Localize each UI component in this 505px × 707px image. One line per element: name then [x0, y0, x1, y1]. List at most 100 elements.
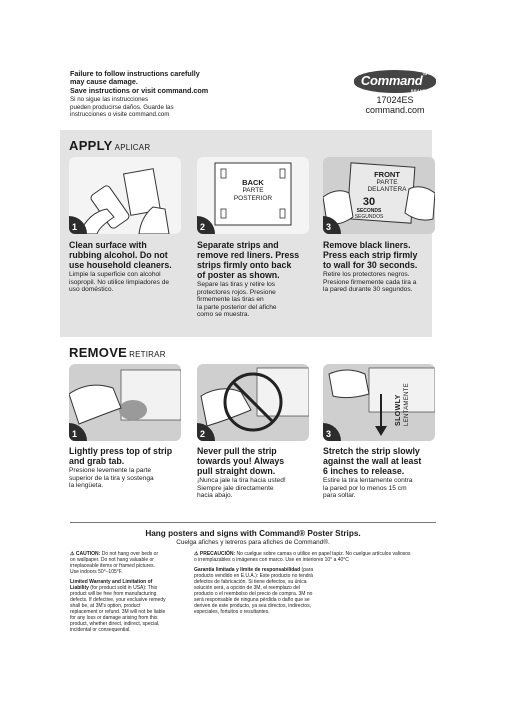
garantia-line: deriven de este producto, ya sea directo…: [194, 603, 312, 609]
seconds-label: 30 SECONDS SEGUNDOS: [349, 196, 389, 221]
caption-es-line: Separe las tiras y retire los: [197, 281, 276, 288]
precaucion-paragraph: ⚠ PRECAUCIÓN: No cuelgue sobre camas o u…: [194, 551, 436, 563]
caption-en-line: use household cleaners.: [69, 260, 172, 270]
warning-block: Failure to follow instructions carefully…: [70, 69, 440, 119]
garantia-label: Garantía limitada y límite de responsabi…: [194, 567, 301, 573]
warning-es-line: Si no sigue las instrucciones: [70, 96, 149, 104]
press-poster-illustration: [323, 162, 435, 225]
back-label-en: BACK: [242, 178, 264, 187]
remove-step-1-illustration: 1: [69, 364, 181, 441]
garantia-line: especiales, fortuitos o resultantes.: [194, 609, 270, 615]
apply-title-en: APPLY: [69, 138, 113, 153]
remove-title-es: RETIRAR: [129, 350, 166, 359]
command-logo: Command™ BRAND: [353, 70, 437, 93]
caption-en-line: strips firmly onto back: [197, 260, 292, 270]
warning-es-line: pueden producirse daños. Guarde las: [70, 103, 174, 111]
apply-step-1-caption: Clean surface with rubbing alcohol. Do n…: [69, 240, 189, 294]
warranty-line: defects. If defective, your exclusive re…: [70, 597, 166, 603]
caption-es-line: la pared por lo menos 15 cm: [323, 484, 407, 492]
sku-number: 17024ES: [376, 95, 414, 105]
warning-en-line: Failure to follow instructions carefully: [70, 69, 200, 78]
front-label: FRONT PARTE DELANTERA: [359, 171, 415, 194]
caption-es-line: para soltar.: [323, 492, 356, 500]
caption-en-line: Clean surface with: [69, 240, 147, 250]
press-strip-illustration: [69, 369, 181, 425]
remove-step-1-caption: Lightly press top of strip and grab tab.…: [69, 446, 189, 490]
warranty-label: Liability: [70, 585, 89, 591]
warranty-line: replacement or refund. 3M will not be li…: [70, 609, 166, 615]
back-label-es: PARTE: [242, 187, 264, 194]
caption-en-line: Separate strips and: [197, 240, 279, 250]
caption-es-line: superior de la tira y sostenga: [69, 474, 154, 482]
garantia-line: defectos de fabricación. Si tiene defect…: [194, 579, 307, 585]
precaucion-label: ⚠ PRECAUCIÓN:: [194, 551, 236, 557]
caption-en-line: to wall for 30 seconds.: [323, 260, 418, 270]
remove-title-en: REMOVE: [69, 345, 128, 360]
warranty-line: for any loss or damage arising from this: [70, 615, 158, 621]
caption-es-line: firmemente las tiras en: [197, 296, 264, 304]
remove-step-3-caption: Stretch the strip slowly against the wal…: [323, 446, 435, 500]
warranty-line: incidental or consequential.: [70, 627, 131, 633]
caption-es-line: Retire los protectores negros.: [323, 271, 410, 278]
warranty-line: product, whether direct, indirect, speci…: [70, 621, 160, 627]
warning-es-line: instrucciones o visite command.com: [70, 111, 170, 119]
apply-title-es: APLICAR: [114, 143, 151, 152]
fine-print-es: ⚠ PRECAUCIÓN: No cuelgue sobre camas o u…: [194, 551, 436, 615]
slowly-es: LENTAMENTE: [404, 383, 410, 426]
caution-paragraph: ⚠ CAUTION: Do not hang over beds or on w…: [70, 551, 178, 575]
never-pull-illustration: [200, 367, 309, 432]
caption-en-line: and grab tab.: [69, 456, 125, 466]
footer: Hang posters and signs with Command® Pos…: [70, 522, 436, 633]
caption-en-line: Stretch the strip slowly: [323, 446, 420, 456]
warranty-line: (for product sold in USA): This: [88, 585, 158, 591]
fine-print-en: ⚠ CAUTION: Do not hang over beds or on w…: [70, 551, 178, 633]
precaucion-line: o irremplazables o imágenes con marco. U…: [194, 557, 349, 563]
caption-es-line: Estire la tira lentamente contra: [323, 477, 413, 484]
remove-step-3-illustration: SLOWLY LENTAMENTE 3: [323, 364, 435, 441]
seconds-number: 30: [362, 196, 376, 208]
seconds-en: SECONDS: [356, 208, 382, 214]
garantia-line: producto o el reembolso del precio de co…: [194, 591, 313, 597]
caption-es-line: Limpie la superficie con alcohol: [69, 271, 161, 278]
caption-en-line: of poster as shown.: [197, 270, 280, 280]
logo-brand-word: BRAND: [410, 89, 427, 93]
caption-es-line: la pared durante 30 segundos.: [323, 286, 413, 294]
warning-en-line: Save instructions or visit command.com: [70, 85, 209, 95]
footer-subtitle: Cuelga afiches y letreros para afiches d…: [176, 539, 330, 546]
caption-es-line: la lengüeta.: [69, 482, 104, 490]
slowly-en: SLOWLY: [395, 394, 402, 426]
remove-step-2-illustration: 2: [197, 364, 309, 441]
apply-step-3-caption: Remove black liners. Press each strip fi…: [323, 240, 435, 294]
caption-en-line: 6 inches to release.: [323, 466, 405, 476]
apply-step-1-illustration: 1: [69, 157, 181, 234]
caption-en-line: Lightly press top of strip: [69, 446, 173, 456]
brand-block: Command™ BRAND 17024ES command.com: [350, 70, 440, 115]
apply-step-2-caption: Separate strips and remove red liners. P…: [197, 240, 317, 319]
caption-en-line: Never pull the strip: [197, 446, 277, 456]
caption-es-line: hacia abajo.: [197, 492, 233, 500]
caption-es-line: Presione levemente la parte: [69, 467, 152, 474]
footer-title: Hang posters and signs with Command® Pos…: [145, 529, 361, 538]
caption-es-line: ¡Nunca jale la tira hacia usted!: [197, 477, 286, 484]
caption-en-line: rubbing alcohol. Do not: [69, 250, 168, 260]
garantia-line: será responsable de ninguna pérdida o da…: [194, 597, 310, 603]
apply-step-3-illustration: FRONT PARTE DELANTERA 30 SECONDS SEGUNDO…: [323, 157, 435, 234]
caution-line: Do not hang over beds or: [100, 551, 159, 557]
caption-es-line: protectores rojos. Presione: [197, 288, 276, 296]
remove-step-2-caption: Never pull the strip towards you! Always…: [197, 446, 317, 500]
seconds-es: SEGUNDOS: [354, 214, 384, 220]
warranty-paragraph: Limited Warranty and Limitation of Liabi…: [70, 579, 178, 633]
caption-en-line: pull straight down.: [197, 466, 276, 476]
caption-es-line: como se muestra.: [197, 311, 250, 319]
front-label-es: PARTE: [376, 178, 398, 186]
caption-es-line: isopropil. No utilice limpiadores de: [69, 278, 170, 286]
warranty-line: product will be free from manufacturing: [70, 591, 157, 597]
caption-es-line: la parte posterior del afiche: [197, 303, 277, 311]
logo-text: Command: [360, 73, 423, 88]
caution-label: ⚠ CAUTION:: [70, 551, 101, 557]
caption-es-line: Presione firmemente cada tira a: [323, 278, 417, 286]
front-label-en: FRONT: [374, 170, 400, 179]
